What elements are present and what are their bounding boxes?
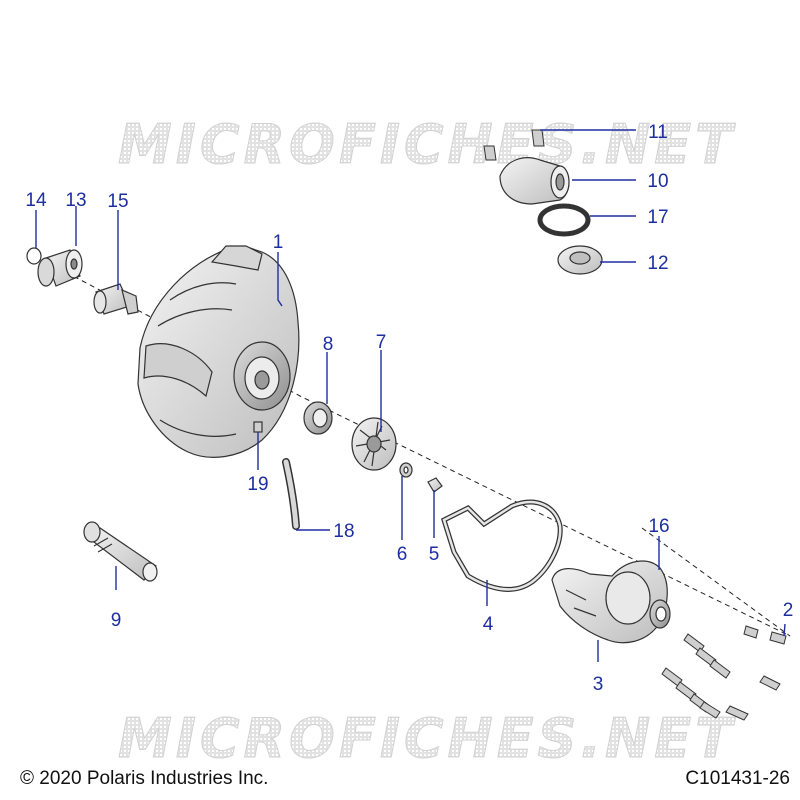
callout-19: 19 bbox=[247, 474, 268, 495]
callout-16: 16 bbox=[648, 516, 669, 537]
part-12-thermostat bbox=[557, 245, 603, 275]
part-13-bushing bbox=[37, 249, 83, 287]
callout-14: 14 bbox=[25, 190, 47, 211]
part-9-tube bbox=[83, 521, 158, 582]
leader-lines bbox=[35, 129, 786, 662]
figure-id: C101431-26 bbox=[685, 768, 790, 789]
part-4-gasket bbox=[440, 499, 563, 592]
callout-7: 7 bbox=[376, 332, 387, 353]
callout-6: 6 bbox=[397, 544, 408, 565]
callout-10: 10 bbox=[647, 171, 668, 192]
part-18-hose bbox=[282, 458, 300, 530]
callout-4: 4 bbox=[483, 614, 494, 635]
part-19-pin bbox=[253, 421, 263, 433]
part-11-bolts bbox=[483, 129, 545, 161]
part-15-shaft bbox=[93, 283, 139, 315]
assembly-axis-upper bbox=[641, 527, 791, 637]
copyright-notice: © 2020 Polaris Industries Inc. bbox=[20, 768, 269, 789]
part-1-housing-cover bbox=[137, 245, 300, 458]
part-2-bolts bbox=[661, 625, 787, 721]
part-14-o-ring bbox=[26, 247, 42, 265]
callout-1: 1 bbox=[273, 232, 284, 253]
callout-13: 13 bbox=[65, 190, 86, 211]
callout-11: 11 bbox=[648, 122, 668, 143]
assembly-axis bbox=[57, 267, 791, 637]
callout-2: 2 bbox=[783, 600, 794, 621]
callout-5: 5 bbox=[429, 544, 440, 565]
callout-15: 15 bbox=[107, 191, 128, 212]
callout-18: 18 bbox=[333, 521, 354, 542]
part-5-nut bbox=[427, 477, 443, 493]
part-3-pump-body bbox=[551, 560, 671, 644]
part-10-thermostat-housing bbox=[499, 157, 570, 205]
callout-3: 3 bbox=[593, 674, 604, 695]
part-17-seal-ring bbox=[537, 203, 591, 237]
callout-9: 9 bbox=[111, 610, 122, 631]
callout-labels: 1 2 3 4 5 6 7 8 9 10 11 12 13 14 15 16 1… bbox=[25, 122, 793, 695]
part-6-washer bbox=[399, 462, 413, 478]
part-7-impeller bbox=[351, 417, 397, 471]
callout-8: 8 bbox=[323, 334, 334, 355]
callout-12: 12 bbox=[647, 253, 668, 274]
callout-17: 17 bbox=[647, 207, 668, 228]
part-8-seal bbox=[303, 401, 333, 435]
